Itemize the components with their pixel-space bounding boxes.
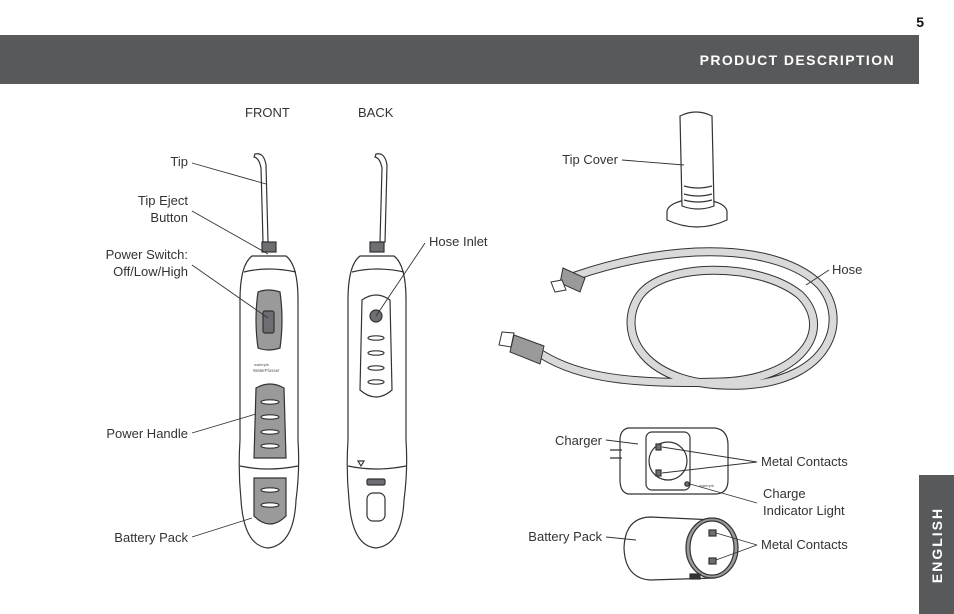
charge-indicator-callout-line1: Charge xyxy=(763,486,806,501)
tip-cover-callout: Tip Cover xyxy=(562,152,618,167)
battery-pack-callout-right: Battery Pack xyxy=(528,529,602,544)
power-handle-callout: Power Handle xyxy=(106,426,188,441)
flosser-back-illustration xyxy=(346,153,408,549)
front-handle-logo: waterpik xyxy=(254,362,269,367)
metal-contacts-callout-charger: Metal Contacts xyxy=(761,454,848,469)
section-title: PRODUCT DESCRIPTION xyxy=(699,52,895,68)
hose-inlet-callout: Hose Inlet xyxy=(429,234,488,249)
charger-illustration xyxy=(610,427,729,495)
hose-callout: Hose xyxy=(832,262,863,277)
front-view-label: FRONT xyxy=(245,105,290,120)
section-header: PRODUCT DESCRIPTION xyxy=(0,35,919,84)
leader-lines xyxy=(191,159,830,561)
metal-contacts-callout-battery: Metal Contacts xyxy=(761,537,848,552)
back-view-label: BACK xyxy=(358,105,394,120)
charge-indicator-callout-line2: Indicator Light xyxy=(763,503,845,518)
flosser-front-illustration xyxy=(238,153,300,549)
charger-callout: Charger xyxy=(555,433,602,448)
tip-cover-illustration xyxy=(666,111,728,228)
tip-eject-callout-line1: Tip Eject xyxy=(137,193,188,208)
charger-logo: waterpik xyxy=(699,483,714,488)
language-tab: ENGLISH xyxy=(919,475,954,614)
battery-pack-illustration xyxy=(623,516,739,581)
tip-callout: Tip xyxy=(170,154,188,169)
tip-eject-callout-line2: Button xyxy=(150,210,188,225)
page-number: 5 xyxy=(916,14,924,30)
front-handle-brand: WaterFlosser xyxy=(253,368,280,373)
battery-pack-callout-left: Battery Pack xyxy=(114,530,188,545)
power-switch-callout-line2: Off/Low/High xyxy=(113,264,188,279)
hose-illustration xyxy=(498,247,838,390)
power-switch-callout-line1: Power Switch: xyxy=(105,247,188,262)
